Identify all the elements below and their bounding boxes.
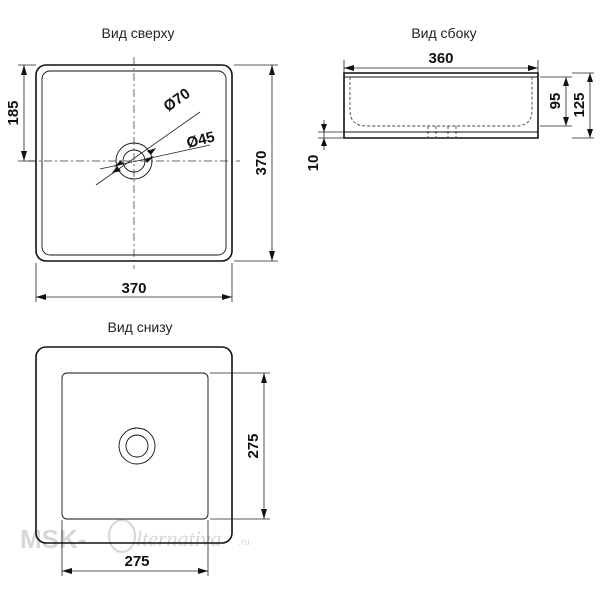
- top-height-label: 370: [253, 150, 270, 175]
- bottom-view-title: Вид снизу: [107, 319, 172, 335]
- top-half-arrow-bottom: [21, 151, 27, 161]
- side-depth-arrow-top: [563, 77, 569, 86]
- side-total-label: 125: [571, 92, 588, 117]
- side-depth-label: 95: [547, 93, 564, 110]
- side-base-arrow-top: [321, 124, 327, 132]
- bottom-height-arrow-top: [261, 373, 267, 383]
- outer-diameter-label: Ø70: [161, 85, 194, 115]
- bottom-drain-outer-circle: [118, 427, 156, 465]
- bottom-drain-inner-circle: [125, 434, 149, 458]
- top-view-title: Вид сверху: [102, 25, 175, 41]
- top-view: Вид сверху Ø70 Ø45 370 370: [5, 25, 278, 302]
- drain-inner-circle: [122, 149, 146, 173]
- side-width-arrow-right: [528, 65, 538, 71]
- watermark-prefix: MSK-: [20, 524, 86, 554]
- inner-diameter-label: Ø45: [185, 129, 217, 152]
- top-half-arrow-top: [21, 65, 27, 75]
- bottom-view-foot: [61, 372, 209, 520]
- bottom-width-arrow-left: [62, 568, 72, 574]
- side-view-body: [343, 72, 539, 139]
- top-height-arrow-bottom: [269, 251, 275, 261]
- bottom-height-label: 275: [245, 433, 262, 458]
- bottom-width-label: 275: [124, 553, 149, 570]
- watermark-suffix: .ru: [238, 537, 250, 548]
- top-width-arrow-left: [36, 294, 46, 300]
- top-height-arrow-top: [269, 65, 275, 75]
- bottom-width-arrow-right: [198, 568, 208, 574]
- inner-diameter-arrow: [114, 160, 123, 167]
- side-view: Вид сбоку 360 95 125: [305, 25, 594, 171]
- top-half-label: 185: [5, 100, 22, 125]
- top-view-inner-bowl: [41, 70, 227, 256]
- side-base-arrow-bottom: [321, 138, 327, 146]
- top-width-arrow-right: [222, 294, 232, 300]
- outer-diameter-leader: [95, 111, 201, 186]
- outer-diameter-arrow: [112, 166, 121, 173]
- watermark-script: lternativa: [136, 526, 222, 551]
- top-width-label: 370: [121, 280, 146, 297]
- side-base-label: 10: [305, 155, 322, 172]
- outer-diameter-arrow-2: [147, 148, 156, 155]
- bottom-view-outer: [35, 346, 233, 544]
- drain-outer-circle: [115, 142, 153, 180]
- side-view-title: Вид сбоку: [411, 25, 476, 41]
- watermark-logo-icon: [108, 519, 136, 553]
- side-total-arrow-bottom: [587, 129, 593, 138]
- watermark: MSK- lternativa .ru: [20, 519, 250, 554]
- side-total-arrow-top: [587, 73, 593, 82]
- side-width-arrow-left: [344, 65, 354, 71]
- side-depth-arrow-bottom: [563, 117, 569, 126]
- bottom-view: Вид снизу 275 275: [35, 319, 270, 576]
- side-view-hidden-bowl: [349, 77, 533, 127]
- inner-diameter-arrow-2: [145, 156, 154, 163]
- bottom-height-arrow-bottom: [261, 509, 267, 519]
- side-width-label: 360: [428, 50, 453, 67]
